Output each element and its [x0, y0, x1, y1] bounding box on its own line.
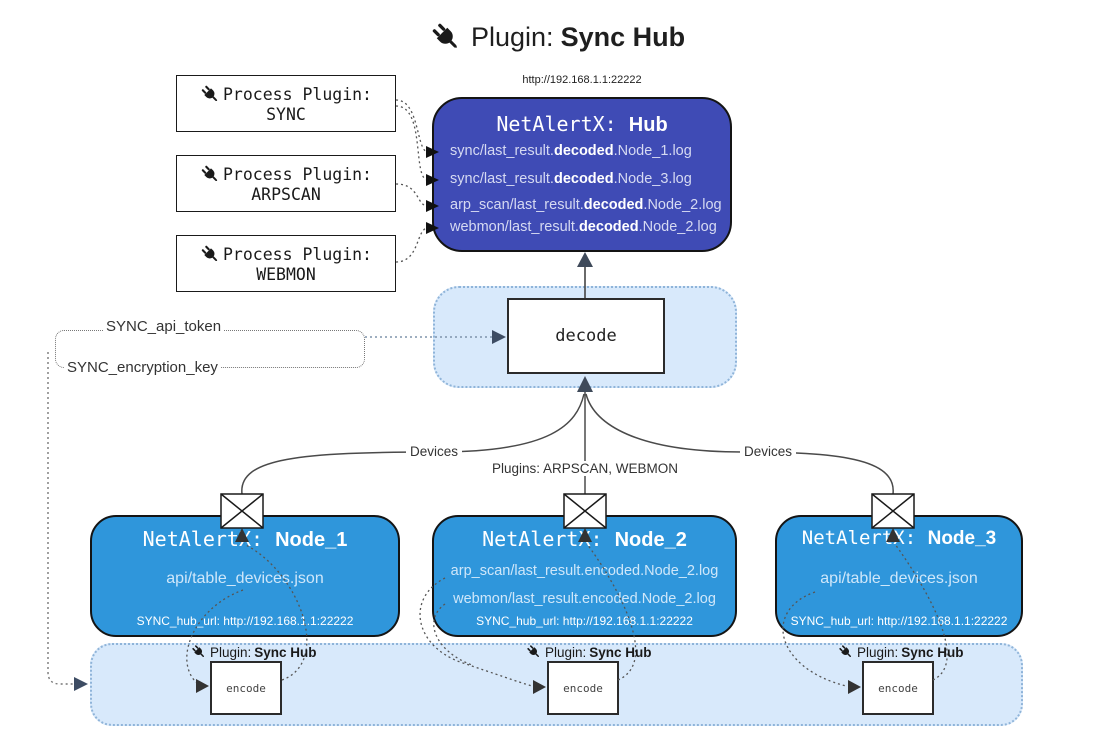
node3-file: api/table_devices.json: [820, 570, 978, 587]
page-title-prefix: Plugin:: [471, 21, 554, 52]
encode1-box: encode: [210, 661, 282, 715]
decode-box: decode: [507, 298, 665, 374]
node2-box: NetAlertX: Node_2 arp_scan/last_result.e…: [432, 515, 737, 637]
plug-icon: [200, 84, 221, 105]
node1-box: NetAlertX: Node_1 api/table_devices.json…: [90, 515, 400, 637]
process-plugin-label: Process Plugin:: [222, 84, 372, 104]
hub-title-prefix: NetAlertX:: [496, 112, 617, 136]
encryption-key-to-encode-connector: [47, 352, 74, 685]
process-plugin-arpscan: Process Plugin: ARPSCAN: [176, 155, 396, 212]
encode1-plugin-label: Plugin:Sync Hub: [191, 644, 317, 660]
process-plugin-webmon: Process Plugin: WEBMON: [176, 235, 396, 292]
hub-title: NetAlertX: Hub: [434, 112, 730, 137]
hub-log-line: arp_scan/last_result.decoded.Node_2.log: [450, 197, 722, 213]
process-plugin-name: ARPSCAN: [251, 184, 321, 204]
plug-icon: [526, 644, 542, 660]
devices-label-left: Devices: [406, 444, 463, 459]
plug-icon: [200, 244, 221, 265]
node3-title: NetAlertX: Node_3: [801, 527, 997, 549]
decode-label: decode: [555, 326, 617, 346]
hub-box: NetAlertX: Hub sync/last_result.decoded.…: [432, 97, 732, 252]
encode2-plugin-label: Plugin:Sync Hub: [526, 644, 652, 660]
sync-encryption-key-label: SYNC_encryption_key: [64, 359, 221, 376]
node3-hub-url: SYNC_hub_url: http://192.168.1.1:22222: [790, 614, 1008, 628]
page-title-name: Sync Hub: [560, 21, 686, 52]
devices-label-right: Devices: [740, 444, 797, 459]
process-plugin-name: SYNC: [266, 104, 306, 124]
process-plugin-label: Process Plugin:: [222, 244, 372, 264]
encode2-box: encode: [547, 661, 619, 715]
plugin-to-hub-connectors: [395, 99, 429, 263]
node2-file: arp_scan/last_result.encoded.Node_2.log: [450, 563, 719, 579]
node2-file: webmon/last_result.encoded.Node_2.log: [453, 591, 716, 607]
node-to-decode-connectors: [241, 390, 894, 495]
process-plugin-name: WEBMON: [256, 264, 316, 284]
node1-hub-url: SYNC_hub_url: http://192.168.1.1:22222: [136, 614, 354, 628]
plug-icon: [838, 644, 854, 660]
process-plugin-sync: Process Plugin: SYNC: [176, 75, 396, 132]
hub-log-line: sync/last_result.decoded.Node_1.log: [450, 143, 692, 159]
encode3-plugin-label: Plugin:Sync Hub: [838, 644, 964, 660]
page-title: Plugin: Sync Hub: [430, 18, 685, 56]
sync-api-token-label: SYNC_api_token: [103, 318, 225, 335]
node3-box: NetAlertX: Node_3 api/table_devices.json…: [775, 515, 1023, 637]
hub-log-line: sync/last_result.decoded.Node_3.log: [450, 171, 692, 187]
hub-log-line: webmon/last_result.decoded.Node_2.log: [450, 219, 717, 235]
node2-hub-url: SYNC_hub_url: http://192.168.1.1:22222: [476, 614, 693, 628]
hub-title-name: Hub: [628, 114, 668, 136]
plug-icon: [191, 644, 207, 660]
node1-title: NetAlertX: Node_1: [142, 527, 348, 551]
node2-title: NetAlertX: Node_2: [482, 527, 687, 551]
process-plugin-label: Process Plugin:: [222, 164, 372, 184]
encode3-box: encode: [862, 661, 934, 715]
node1-file: api/table_devices.json: [166, 570, 324, 587]
plug-icon: [200, 164, 221, 185]
hub-url-label: http://192.168.1.1:22222: [522, 74, 642, 86]
plug-icon: [430, 21, 463, 54]
plugins-label-mid: Plugins: ARPSCAN, WEBMON: [487, 461, 683, 476]
